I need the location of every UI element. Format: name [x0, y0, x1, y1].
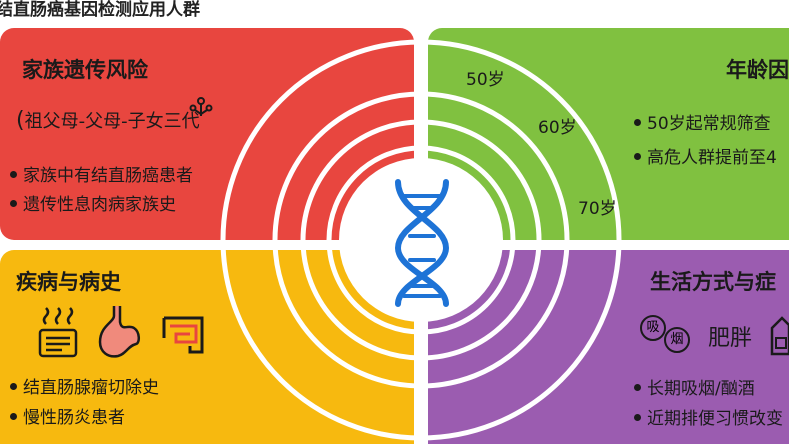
page-title: 结直肠癌基因检测应用人群 [0, 0, 200, 20]
intestine-icon [162, 316, 204, 354]
age-bullet-2: 高危人群提前至4 [634, 143, 777, 168]
obesity-text: 肥胖 [708, 326, 753, 351]
disease-quadrant-bg [0, 250, 414, 444]
family-quadrant-bg [0, 28, 414, 240]
lifestyle-label: 生活方式与症 [650, 270, 776, 294]
lifestyle-quadrant-bg [428, 250, 789, 444]
report-icon [38, 307, 78, 358]
disease-bullet-1: 结直肠腺瘤切除史 [10, 373, 159, 398]
disease-history-label: 疾病与病史 [16, 270, 121, 294]
smoking-icon: 吸 [640, 315, 666, 341]
age-factor-label: 年龄因 [726, 58, 789, 82]
family-tree-icon [189, 97, 213, 116]
dna-icon [394, 179, 450, 307]
family-bullet-2: 遗传性息肉病家族史 [10, 190, 176, 215]
age-quadrant-bg [428, 28, 789, 240]
toilet-icon [770, 316, 789, 356]
age-ring-60: 60岁 [538, 118, 577, 138]
age-bullet-1: 50岁起常规筛查 [634, 109, 771, 134]
lifestyle-bullet-1: 长期吸烟/酗酒 [634, 374, 755, 399]
family-risk-label: 家族遗传风险 [22, 58, 148, 82]
age-ring-70: 70岁 [578, 199, 617, 219]
disease-bullet-2: 慢性肠炎患者 [10, 403, 125, 428]
center-circle [339, 158, 503, 322]
family-bullet-1: 家族中有结直肠癌患者 [10, 161, 193, 186]
age-ring-50: 50岁 [466, 70, 505, 90]
lineage-text: (祖父母-父母-子女三代 [16, 108, 200, 133]
lifestyle-bullet-2: 近期排便习惯改变 [634, 404, 783, 429]
drinking-icon: 烟 [664, 327, 690, 353]
stomach-icon [98, 306, 140, 358]
